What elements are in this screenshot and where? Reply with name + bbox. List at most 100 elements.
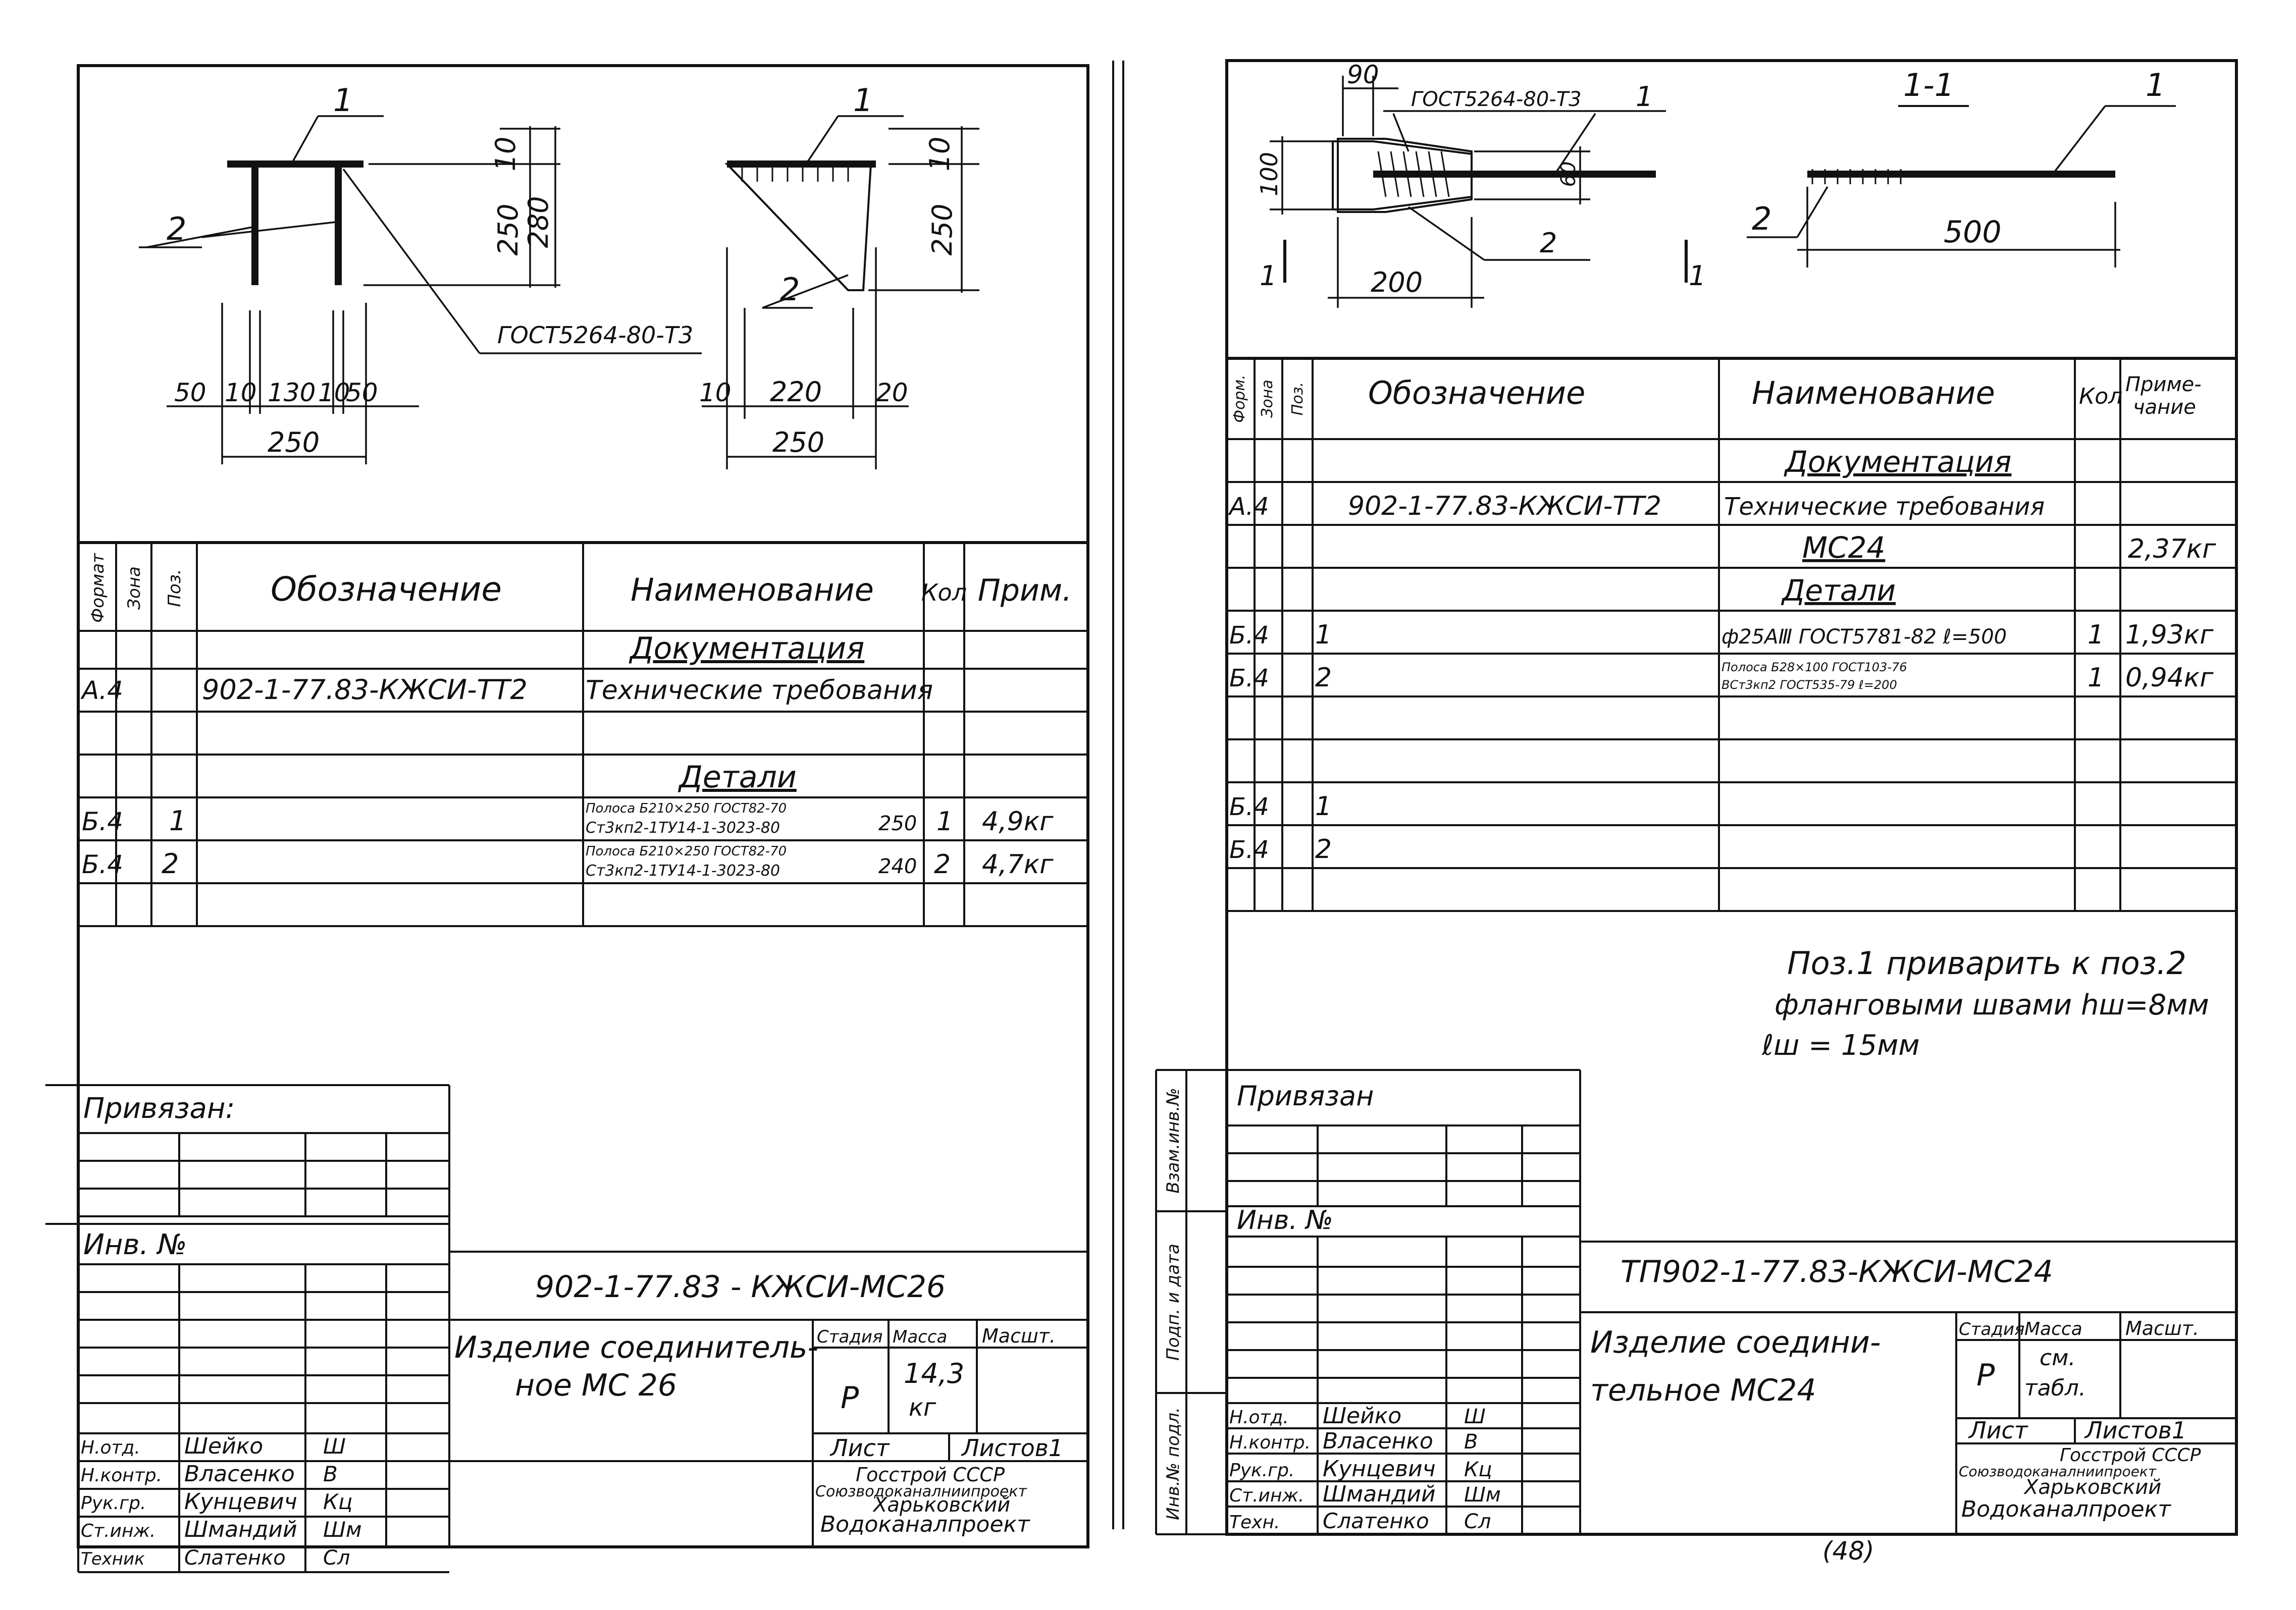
right-dim-60: 60 bbox=[1557, 162, 1580, 187]
left-mass-unit: кг bbox=[909, 1393, 936, 1422]
left-doc-code: 902-1-77.83 - КЖСИ-МС26 bbox=[535, 1269, 946, 1305]
right-row2-qty: 1 bbox=[2088, 663, 2104, 693]
left-spec-table: Формат Зона Поз. Обозначение Наименовани… bbox=[78, 543, 1088, 927]
right-hdr-designation: Обозначение bbox=[1368, 374, 1585, 411]
right-notes: Поз.1 приварить к поз.2 фланговыми швами… bbox=[1761, 945, 2209, 1062]
left-org-l1: Госстрой СССР bbox=[856, 1464, 1005, 1486]
right-signer4-role: Ст.инж. bbox=[1229, 1485, 1304, 1506]
right-row2-pos: 2 bbox=[1315, 663, 1332, 693]
left-dim-10: 10 bbox=[490, 137, 521, 172]
right-signer1-sign: Ш bbox=[1464, 1405, 1486, 1428]
right-hdr-mass: Масса bbox=[2024, 1319, 2082, 1339]
left-hdr-designation: Обозначение bbox=[271, 570, 502, 609]
left-row2-qty: 2 bbox=[934, 849, 951, 880]
right-signer2-name: Власенко bbox=[1323, 1428, 1433, 1454]
right-signer5-sign: Сл bbox=[1464, 1510, 1491, 1533]
right-org-l3: Харьковский bbox=[2023, 1476, 2161, 1499]
right-title-block: Привязан Инв. № ТП902-1-77.83-КЖСИ-МС24 … bbox=[1227, 1069, 2236, 1534]
right-row1-qty: 1 bbox=[2088, 620, 2104, 650]
left-side-callout-1: 1 bbox=[853, 82, 873, 119]
left-row1-len: 250 bbox=[878, 812, 917, 835]
left-mass: 14,3 bbox=[904, 1358, 964, 1389]
right-signer2-sign: В bbox=[1464, 1430, 1478, 1454]
left-hdr-mass: Масса bbox=[893, 1327, 947, 1347]
left-signer3-name: Кунцевич bbox=[184, 1489, 297, 1515]
left-row1-note: 4,9кг bbox=[982, 807, 1054, 837]
left-signer1-sign: Ш bbox=[323, 1434, 346, 1459]
left-title-block: Привязан: Инв. № 902-1-77.83 - КЖСИ-МС26… bbox=[45, 1084, 1088, 1573]
right-note-l3: ℓш = 15мм bbox=[1761, 1029, 1920, 1062]
right-title-name-l1: Изделие соедини- bbox=[1590, 1325, 1881, 1360]
left-hdr-name: Наименование bbox=[631, 571, 874, 608]
left-dim-280: 280 bbox=[523, 196, 554, 248]
left-signer2-name: Власенко bbox=[184, 1461, 295, 1487]
right-hdr-pos: Поз. bbox=[1289, 382, 1307, 415]
right-section-view: 1-1 1 2 500 bbox=[1747, 67, 2176, 267]
left-signer5-name: Слатенко bbox=[184, 1546, 286, 1570]
left-dim-b250: 250 bbox=[268, 426, 320, 458]
right-signer4-name: Шмандий bbox=[1323, 1481, 1436, 1507]
left-inv-no: Инв. № bbox=[83, 1228, 187, 1261]
left-signer5-role: Техник bbox=[81, 1549, 145, 1569]
left-row2-name-l1: Полоса Б210×250 ГОСТ82-70 bbox=[586, 844, 787, 859]
right-note-l1: Поз.1 приварить к поз.2 bbox=[1787, 945, 2186, 982]
left-weld-gost: ГОСТ5264-80-Т3 bbox=[497, 321, 693, 349]
right-doc-name: Технические требования bbox=[1724, 493, 2045, 521]
right-stamp-replaced-inv: Взам.инв.№ bbox=[1163, 1088, 1183, 1193]
left-signer4-name: Шмандий bbox=[184, 1517, 297, 1542]
right-sec-callout-1: 1 bbox=[2146, 67, 2165, 103]
left-signer4-sign: Шм bbox=[323, 1517, 362, 1542]
right-weld-gost: ГОСТ5264-80-Т3 bbox=[1411, 88, 1582, 111]
right-hdr-stage: Стадия bbox=[1959, 1319, 2024, 1339]
left-signer3-role: Рук.гр. bbox=[81, 1493, 146, 1514]
left-side-dim-b10: 10 bbox=[699, 378, 732, 407]
left-dim-b130: 130 bbox=[268, 378, 316, 407]
left-row2-len: 240 bbox=[878, 855, 917, 878]
right-row3-pos: 1 bbox=[1315, 791, 1332, 822]
right-mass-l1: см. bbox=[2040, 1345, 2075, 1371]
left-hdr-note: Прим. bbox=[978, 573, 1072, 608]
left-row1-qty: 1 bbox=[936, 807, 953, 837]
right-signer2-role: Н.контр. bbox=[1229, 1432, 1311, 1453]
right-inv-no: Инв. № bbox=[1237, 1205, 1333, 1236]
right-hdr-format: Форм. bbox=[1231, 374, 1248, 422]
left-side-dim-10: 10 bbox=[924, 137, 956, 172]
left-front-view: 1 2 ГОСТ5264-80-Т3 10 250 280 bbox=[139, 82, 702, 464]
right-row1-format: Б.4 bbox=[1229, 621, 1269, 650]
left-hdr-zone: Зона bbox=[124, 566, 144, 610]
right-org-l2: Союзводоканалниипроект bbox=[1959, 1463, 2157, 1480]
right-section-docs: Документация bbox=[1784, 445, 2012, 479]
right-doc-code: ТП902-1-77.83-КЖСИ-МС24 bbox=[1621, 1254, 2053, 1290]
left-hdr-format: Формат bbox=[88, 553, 108, 623]
left-doc-designation: 902-1-77.83-КЖСИ-ТТ2 bbox=[202, 674, 528, 706]
left-side-callout-2: 2 bbox=[780, 271, 800, 308]
left-signer4-role: Ст.инж. bbox=[81, 1521, 155, 1541]
right-callout-2: 2 bbox=[1540, 227, 1557, 259]
left-dim-250: 250 bbox=[492, 203, 524, 255]
right-org-l1: Госстрой СССР bbox=[2060, 1445, 2201, 1466]
right-signer5-name: Слатенко bbox=[1323, 1509, 1429, 1533]
right-sheet: 90 ГОСТ5264-80-Т3 1 100 60 2 200 1 bbox=[1155, 59, 2238, 1566]
right-signer4-sign: Шм bbox=[1464, 1483, 1501, 1507]
right-hdr-note-l2: чание bbox=[2133, 396, 2196, 419]
left-org-l2: Союзводоканалниипроект bbox=[815, 1483, 1028, 1500]
right-row2-name-l2: ВСт3кп2 ГОСТ535-79 ℓ=200 bbox=[1721, 678, 1897, 692]
right-hdr-name: Наименование bbox=[1752, 374, 1995, 411]
right-hdr-scale: Масшт. bbox=[2125, 1317, 2199, 1339]
right-dim-100: 100 bbox=[1256, 152, 1283, 196]
right-dim-90: 90 bbox=[1347, 60, 1379, 89]
left-callout-2: 2 bbox=[167, 210, 186, 247]
left-row1-name-l1: Полоса Б210×250 ГОСТ82-70 bbox=[586, 801, 787, 816]
right-hdr-qty: Кол bbox=[2079, 384, 2122, 409]
right-row2-format: Б.4 bbox=[1229, 664, 1269, 692]
left-section-parts: Детали bbox=[677, 760, 797, 795]
left-side-dim-b20: 20 bbox=[876, 378, 908, 407]
right-stamp-sign-date: Подп. и дата bbox=[1163, 1244, 1183, 1361]
left-doc-format: А.4 bbox=[80, 676, 123, 705]
left-row2-name-l2: Ст3кп2-1ТУ14-1-3023-80 bbox=[586, 862, 780, 880]
left-row2-note: 4,7кг bbox=[982, 849, 1054, 880]
right-hdr-zone: Зона bbox=[1259, 380, 1276, 418]
left-hdr-scale: Масшт. bbox=[982, 1325, 1056, 1347]
right-signer3-name: Кунцевич bbox=[1323, 1456, 1436, 1482]
